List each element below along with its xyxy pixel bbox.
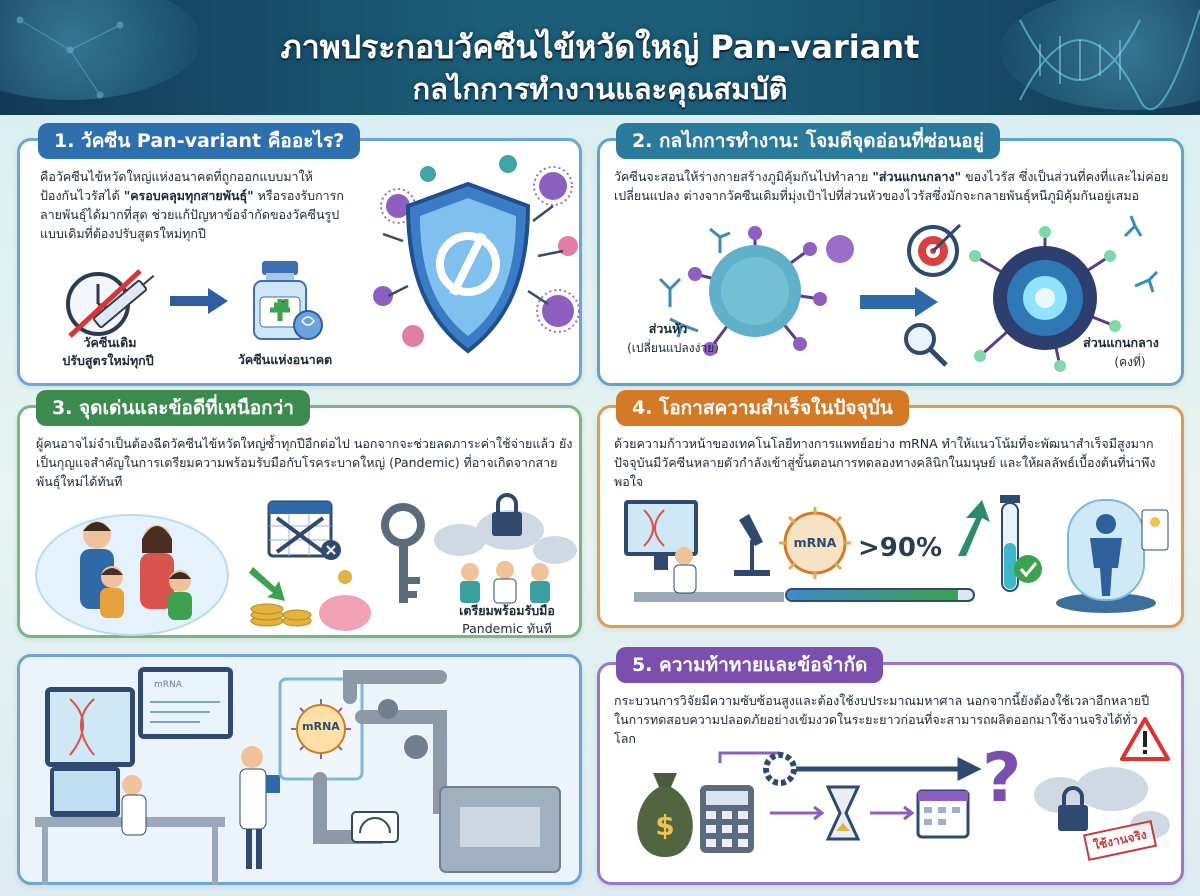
page-subtitle: กลไกการทำงานและคุณสมบัติ — [412, 72, 788, 106]
header-banner: ภาพประกอบวัคซีนไข้หวัดใหญ่ Pan-variant ก… — [0, 0, 1200, 115]
test-tube-check-icon — [1000, 495, 1042, 592]
success-progress-bar — [785, 588, 975, 602]
virus-core-illustration — [969, 215, 1159, 372]
section-2-text-a: วัคซีนจะสอนให้ร่างกายสร้างภูมิคุ้มกันไปท… — [614, 169, 873, 184]
mrna-badge-icon — [779, 507, 851, 579]
section-2-text-bold: "ส่วนแกนกลาง" — [872, 169, 962, 184]
section-1-text: คือวัคซีนไข้หวัดใหญ่แห่งอนาคตที่ถูกออกแบ… — [40, 167, 350, 243]
future-vaccine-label: วัคซีนแห่งอนาคต — [237, 352, 333, 367]
family-icon — [35, 514, 229, 636]
lab-scene-illustration — [35, 667, 561, 885]
core-sub: (คงที่) — [1114, 355, 1146, 369]
percent-label: >90% — [858, 533, 943, 563]
section-mechanism: 2. กลไกการทำงาน: โจมตีจุดอ่อนที่ซ่อนอยู่… — [597, 123, 1184, 386]
section-3-text: ผู้คนอาจไม่จำเป็นต้องฉีดวัคซีนไข้หวัดใหญ… — [36, 436, 573, 489]
money-bag-icon: $ — [637, 773, 693, 857]
section-1-title: 1. วัคซีน Pan-variant คืออะไร? — [38, 123, 361, 159]
process-flow-icon — [718, 751, 982, 841]
section-2-title: 2. กลไกการทำงาน: โจมตีจุดอ่อนที่ซ่อนอยู่ — [616, 123, 1000, 159]
section-5-text: กระบวนการวิจัยมีความซับซ้อนสูงและต้องใช้… — [614, 693, 1150, 746]
calendar-cross-icon — [267, 500, 341, 560]
section-success: 4. โอกาสความสำเร็จในปัจจุบัน ด้วยความก้า… — [597, 390, 1184, 628]
arrow-right-icon — [170, 288, 228, 314]
shield-icon — [373, 155, 580, 354]
success-progress-fill — [787, 590, 959, 600]
scientist-lab-icon — [624, 500, 784, 602]
section-1-text-a: คือวัคซีนไข้หวัดใหญ่แห่งอนาคตที่ถูกออกแบ… — [40, 169, 313, 203]
section-1-text-bold: "ครอบคลุมทุกสายพันธุ์" — [123, 188, 254, 203]
vaccine-vial-icon — [253, 261, 323, 340]
section-2-text: วัคซีนจะสอนให้ร่างกายสร้างภูมิคุ้มกันไปท… — [614, 167, 1174, 205]
arrow-right-icon — [860, 287, 938, 317]
old-vaccine-label: วัคซีนเดิม — [83, 335, 137, 350]
old-vaccine-sub: ปรับสูตรใหม่ทุกปี — [62, 353, 154, 368]
virus-head-illustration — [658, 226, 854, 356]
trend-arrow-icon — [958, 500, 990, 556]
question-mark-icon: ? — [982, 739, 1022, 818]
world-map-lock-icon — [434, 493, 577, 604]
section-challenges: 5. ความท้าทายและข้อจำกัด กระบวนการวิจัยม… — [597, 647, 1184, 885]
savings-icon — [249, 567, 371, 631]
svg-text:$: $ — [655, 809, 674, 842]
mrna-label: mRNA — [793, 535, 837, 550]
magnifier-icon — [904, 323, 948, 367]
section-4-title: 4. โอกาสความสำเร็จในปัจจุบัน — [616, 390, 909, 426]
page-title: ภาพประกอบวัคซีนไข้หวัดใหญ่ Pan-variant — [280, 28, 920, 66]
ready-label: เตรียมพร้อมรับมือ — [459, 603, 555, 618]
screen-mrna-label: mRNA — [154, 680, 182, 690]
target-icon — [907, 223, 962, 277]
human-pod-icon — [1056, 499, 1169, 613]
warning-icon — [1120, 717, 1170, 761]
ready-sub: Pandemic ทันที — [462, 621, 552, 636]
network-lines-decoration — [16, 16, 124, 99]
clock-syringe-icon — [66, 269, 155, 338]
key-icon — [381, 503, 425, 603]
head-label: ส่วนหัว — [648, 321, 688, 336]
lab-scene: mRNA mRNA — [17, 654, 582, 885]
section-2-text-b: ของไวรัส ซึ่งเป็นส่วนที่คงที่และไม่ค่อยเ… — [614, 169, 1169, 203]
dna-helix-icon — [1019, 9, 1200, 111]
section-1-text-b: หรือรองรับการกลายพันธุ์ได้มากที่สุด ช่วย… — [40, 188, 344, 241]
section-3-title: 3. จุดเด่นและข้อดีที่เหนือกว่า — [36, 390, 310, 426]
head-sub: (เปลี่ยนแปลงง่าย) — [627, 341, 719, 355]
section-4-text: ด้วยความก้าวหน้าของเทคโนโลยีทางการแพทย์อ… — [614, 436, 1156, 489]
section-what-is: 1. วัคซีน Pan-variant คืออะไร? คือวัคซีน… — [17, 123, 582, 386]
capsule-mrna-label: mRNA — [302, 720, 340, 733]
section-5-title: 5. ความท้าทายและข้อจำกัด — [616, 647, 884, 683]
section-advantages: 3. จุดเด่นและข้อดีที่เหนือกว่า ผู้คนอาจไ… — [17, 390, 582, 638]
core-label: ส่วนแกนกลาง — [1083, 335, 1159, 350]
calculator-icon — [700, 785, 754, 853]
